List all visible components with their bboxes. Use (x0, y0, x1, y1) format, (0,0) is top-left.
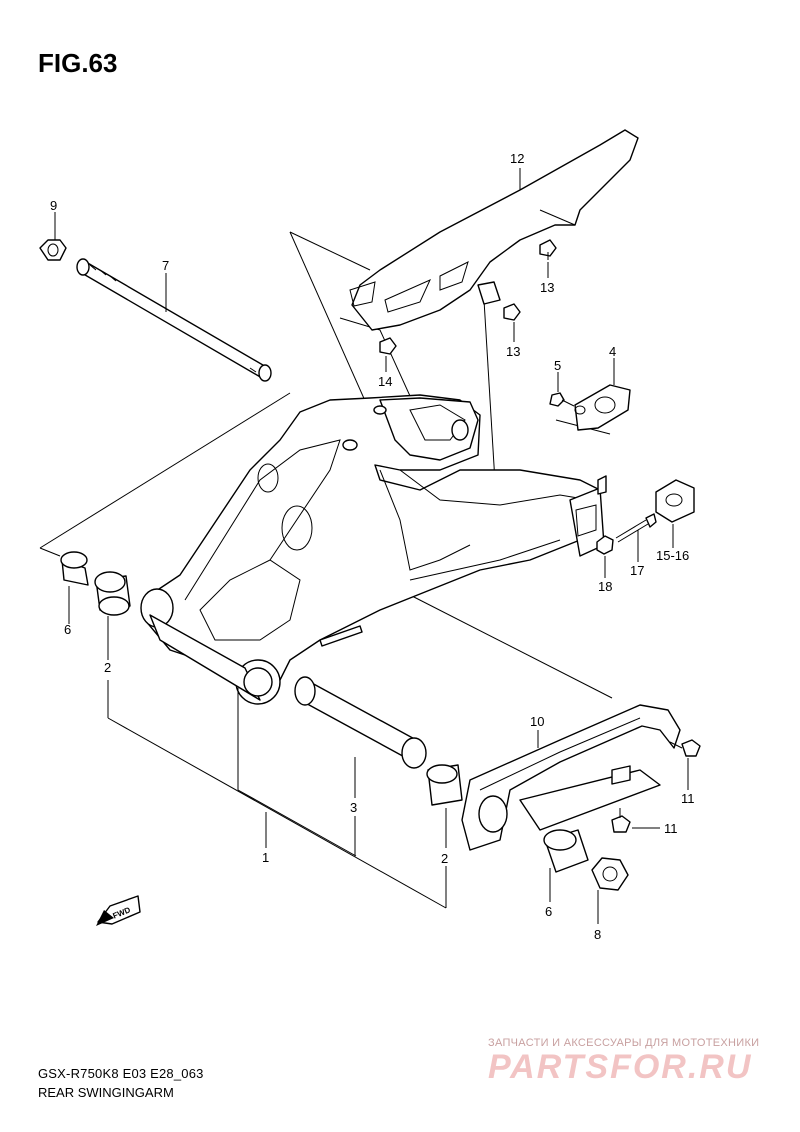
callout-2-right: 2 (441, 851, 448, 866)
callout-6-right: 6 (545, 904, 552, 919)
callout-11-lower: 11 (664, 821, 678, 836)
callout-7: 7 (162, 258, 169, 273)
callout-5: 5 (554, 358, 561, 373)
figure-title: FIG.63 (38, 48, 118, 78)
model-code: GSX-R750K8 E03 E28_063 (38, 1066, 204, 1081)
bushings-left (60, 551, 131, 616)
fwd-arrow-icon: FWD (96, 895, 141, 926)
chain-cover (349, 129, 639, 331)
callout-8: 8 (594, 927, 601, 942)
callout-1: 1 (262, 850, 269, 865)
callout-14: 14 (378, 374, 392, 389)
callout-6-left: 6 (64, 622, 71, 637)
callout-labels: 9 7 12 13 13 14 5 4 15-16 17 18 6 2 3 1 … (50, 151, 695, 942)
callout-2-left: 2 (104, 660, 111, 675)
watermark-logo: PARTSFOR.RU (488, 1048, 753, 1086)
callout-9: 9 (50, 198, 57, 213)
watermark-tagline: ЗАПЧАСТИ И АКСЕССУАРЫ ДЛЯ МОТОТЕХНИКИ (488, 1037, 760, 1049)
callout-3: 3 (350, 800, 357, 815)
swingarm-body (140, 394, 607, 705)
callout-10: 10 (530, 714, 544, 729)
pivot-nut (39, 239, 67, 261)
callout-12: 12 (510, 151, 524, 166)
bushing-right (426, 764, 463, 806)
callout-11-upper: 11 (681, 791, 695, 806)
small-fasteners (379, 239, 701, 833)
callout-17: 17 (630, 563, 644, 578)
pivot-shaft (76, 258, 272, 382)
leader-lines (54, 168, 689, 924)
spacer-sleeve (294, 676, 427, 769)
callout-13-lower: 13 (506, 344, 520, 359)
collar-and-nut-right (543, 829, 629, 891)
callout-13-upper: 13 (540, 280, 554, 295)
chain-buffer (461, 704, 681, 851)
callout-4: 4 (609, 344, 616, 359)
callout-15-16: 15-16 (656, 548, 689, 563)
callout-18: 18 (598, 579, 612, 594)
section-title: REAR SWINGINGARM (38, 1085, 174, 1100)
